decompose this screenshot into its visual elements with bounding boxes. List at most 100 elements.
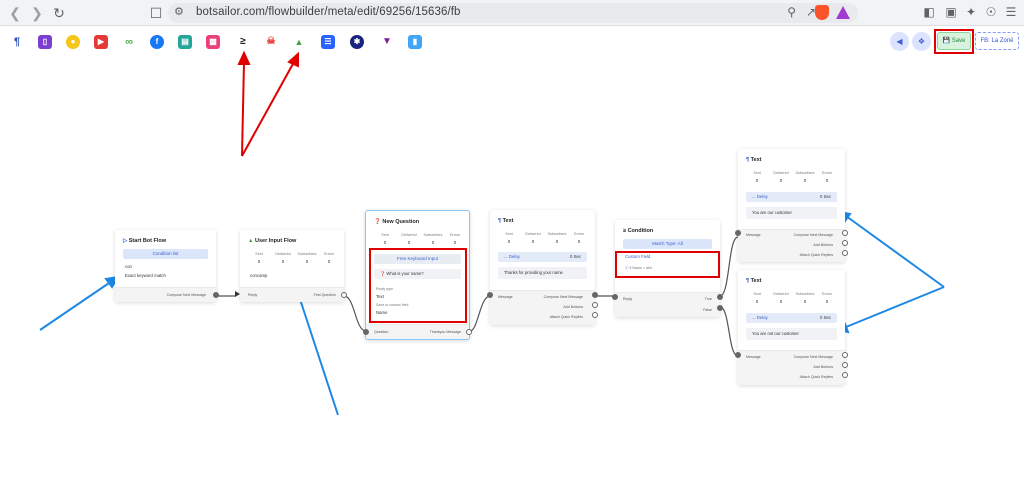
condition-tool-icon[interactable]: ≥ (236, 35, 250, 49)
stat-value: 0 (453, 240, 457, 245)
output-port[interactable] (466, 329, 472, 335)
delay-value: 0 Sec (820, 194, 831, 199)
match-type-text: Exact keyword match (125, 273, 166, 278)
quick-replies-port[interactable] (592, 312, 598, 318)
input-port[interactable] (235, 291, 240, 297)
edge-true-to-text (719, 236, 739, 297)
in-label: Question (374, 330, 389, 334)
out-label-buttons: Add Buttons (813, 243, 833, 247)
stat-value: 0 (281, 259, 285, 264)
quick-replies-port[interactable] (842, 372, 848, 378)
menu-icon[interactable]: ☰ (1005, 5, 1017, 19)
node-title: Condition (627, 228, 654, 234)
leo-ai-icon[interactable]: ✦ (965, 5, 977, 19)
stat-label: Errors (822, 292, 832, 296)
attachment-tool-icon[interactable]: ∞ (122, 35, 136, 49)
buttons-port[interactable] (842, 362, 848, 368)
buttons-port[interactable] (842, 240, 848, 246)
condition-list-pill[interactable]: Condition list (123, 249, 208, 259)
ai-tool-icon[interactable]: ✱ (350, 35, 364, 49)
ecommerce-tool-icon[interactable]: ☠ (264, 35, 278, 49)
match-type-pill[interactable]: Match Type: All (623, 239, 712, 249)
red-arrow-line-1 (241, 61, 245, 157)
false-port[interactable] (717, 305, 723, 311)
bookmark-icon[interactable]: ☐ (149, 5, 163, 21)
buttons-port[interactable] (592, 302, 598, 308)
true-port[interactable] (717, 294, 723, 300)
edge-question-to-text (469, 295, 491, 332)
quick-replies-port[interactable] (842, 250, 848, 256)
in-label: Message (746, 355, 761, 359)
stat-value: 0 (257, 259, 261, 264)
brave-shield-icon[interactable] (815, 5, 829, 20)
stat-value: 0 (531, 239, 535, 244)
stat-value: 0 (755, 178, 759, 183)
fb-page-button[interactable]: FB: La Zonē (975, 32, 1019, 50)
input-port[interactable] (735, 230, 741, 236)
fit-view-icon[interactable]: ❖ (912, 32, 931, 51)
vpn-icon[interactable]: ☉ (985, 5, 997, 19)
card-tool-icon[interactable]: ▯ (38, 35, 52, 49)
audio-tool-icon[interactable]: ● (66, 35, 80, 49)
question-icon: ❓ (380, 271, 386, 276)
message-text: You are our customer (746, 207, 837, 219)
carousel-tool-icon[interactable]: ▩ (206, 35, 220, 49)
collapse-icon[interactable]: ◀ (890, 32, 909, 51)
share-icon[interactable]: ↗ (805, 5, 816, 19)
back-icon[interactable]: ❮ (9, 5, 21, 21)
reload-icon[interactable]: ↻ (53, 5, 65, 21)
text-tool-icon[interactable]: ¶ (10, 35, 24, 49)
in-label: Message (746, 233, 761, 237)
custom-field-text: Custom Field (625, 254, 651, 259)
site-settings-icon[interactable]: ⚙ (174, 6, 184, 18)
webhook-tool-icon[interactable]: ▼ (380, 35, 394, 49)
red-arrow-head-2 (287, 51, 299, 68)
sidebar-icon[interactable]: ◧ (923, 5, 935, 19)
condition-highlight-box (615, 251, 720, 278)
stat-label: Delivered (525, 232, 541, 236)
blue-arrow-line-1 (39, 280, 113, 331)
delay-value: 0 Sec (820, 315, 831, 320)
facebook-tool-icon[interactable]: f (150, 35, 164, 49)
address-bar[interactable]: ⚙ botsailor.com/flowbuilder/meta/edit/69… (168, 3, 858, 23)
stat-label: Errors (822, 171, 832, 175)
delay-label: ... Delay (752, 194, 768, 199)
output-port[interactable] (341, 292, 347, 298)
condition-expr: if Name = akh (629, 266, 652, 270)
input-port[interactable] (487, 292, 493, 298)
compose-port[interactable] (592, 292, 598, 298)
stat-value: 0 (803, 178, 807, 183)
stat-label: Subscribers (795, 171, 815, 175)
compose-port[interactable] (842, 352, 848, 358)
forward-icon[interactable]: ❯ (31, 5, 43, 21)
wallet-icon[interactable]: ▣ (945, 5, 957, 19)
save-field-label: Save to custom field (376, 303, 409, 307)
chart-tool-icon[interactable]: ▲ (292, 35, 306, 49)
condition-node[interactable]: ≥ Condition Match Type: All Custom Field… (612, 220, 723, 317)
free-keyboard-pill[interactable]: Free Keyboard Input (374, 254, 461, 264)
compose-port[interactable] (842, 230, 848, 236)
zoom-icon[interactable]: ⚲ (787, 5, 796, 19)
start-bot-flow-node[interactable]: ▷ Start Bot Flow Condition list con Exac… (115, 230, 219, 302)
sequence-tool-icon[interactable]: ☰ (321, 35, 335, 49)
brave-rewards-icon[interactable] (836, 6, 850, 19)
input-port[interactable] (363, 329, 369, 335)
stat-value: 0 (577, 239, 581, 244)
input-port[interactable] (735, 352, 741, 358)
video-tool-icon[interactable]: ▶ (94, 35, 108, 49)
output-port[interactable] (213, 292, 219, 298)
save-button[interactable]: 💾 Save (937, 32, 971, 50)
browser-chrome: ❮ ❯ ↻ ☐ ⚙ botsailor.com/flowbuilder/meta… (0, 0, 1024, 26)
input-port[interactable] (612, 294, 618, 300)
document-tool-icon[interactable]: ▮ (408, 35, 422, 49)
user-input-tool-icon[interactable]: ▤ (178, 35, 192, 49)
delay-row[interactable]: ... Delay 0 Sec (746, 192, 837, 202)
